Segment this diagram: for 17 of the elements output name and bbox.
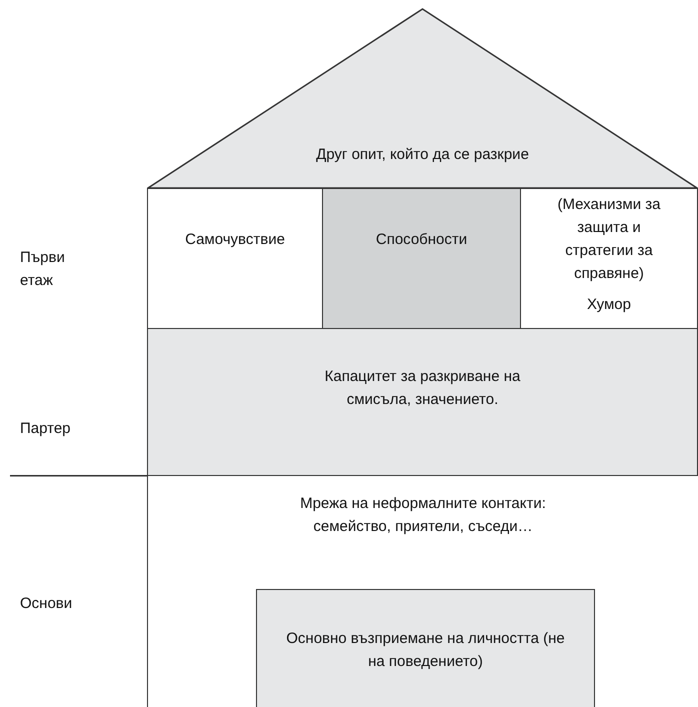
node-text: Друг опит, който да се разкрие: [315, 145, 530, 165]
level-label: Първи етаж: [20, 248, 66, 291]
wall-panel: [520, 188, 698, 329]
node-text: Способности: [374, 230, 468, 250]
floor-band: [147, 328, 698, 476]
basement-box: [256, 589, 595, 707]
node-text: Самочувствие: [184, 230, 286, 250]
node-text: (Механизми за защита и стратегии за справяне): [556, 195, 662, 284]
node-text: Хумор: [586, 295, 632, 315]
node-text: Капацитет за разкриване на смисъла, значението.: [324, 367, 522, 410]
node-text: Мрежа на неформалните контакти: семейство, приятели, съседи…: [299, 494, 547, 537]
level-label: Основи: [20, 594, 74, 614]
level-label: Партер: [20, 419, 72, 439]
node-text: Основно възприемане на личността (не на поведението): [286, 629, 566, 672]
wall-panel: [147, 188, 323, 329]
roof-triangle: [147, 8, 698, 189]
wall-panel: [322, 188, 521, 329]
